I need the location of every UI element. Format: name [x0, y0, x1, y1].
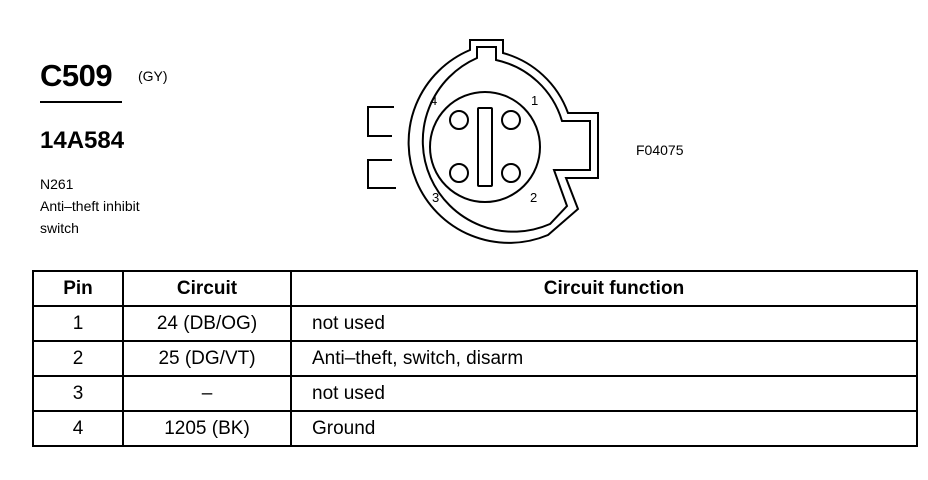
cell-function: not used — [290, 305, 918, 342]
upper-mounting-tab — [367, 106, 394, 137]
connector-id-underline — [40, 101, 122, 103]
connector-id: C509 — [40, 58, 113, 93]
pin-label-1: 1 — [531, 93, 538, 108]
figure-reference: F04075 — [636, 142, 684, 158]
component-code: N261 — [40, 176, 74, 192]
pin-label-3: 3 — [432, 190, 439, 205]
pin-4-socket — [449, 110, 469, 130]
pin-2-socket — [501, 163, 521, 183]
pin-label-2: 2 — [530, 190, 537, 205]
table-row: 2 25 (DG/VT) Anti–theft, switch, disarm — [32, 340, 918, 377]
cell-pin: 4 — [32, 410, 124, 447]
connector-outer-shell — [407, 39, 599, 244]
table-row: 3 – not used — [32, 375, 918, 412]
part-number: 14A584 — [40, 127, 125, 154]
pinout-table: Pin Circuit Circuit function 1 24 (DB/OG… — [32, 270, 918, 447]
pin-3-socket — [449, 163, 469, 183]
cell-function: Ground — [290, 410, 918, 447]
pin-1-socket — [501, 110, 521, 130]
header-pin: Pin — [32, 270, 124, 307]
component-description-line-2: switch — [40, 220, 79, 236]
table-row: 4 1205 (BK) Ground — [32, 410, 918, 447]
lower-mounting-tab — [367, 159, 396, 189]
component-description-line-1: Anti–theft inhibit — [40, 198, 140, 214]
cell-circuit: – — [122, 375, 292, 412]
cell-circuit: 25 (DG/VT) — [122, 340, 292, 377]
cell-pin: 3 — [32, 375, 124, 412]
cell-function: not used — [290, 375, 918, 412]
cell-pin: 1 — [32, 305, 124, 342]
pin-label-4: 4 — [430, 93, 437, 108]
connector-face-diagram: 4 1 3 2 — [367, 39, 599, 244]
cell-pin: 2 — [32, 340, 124, 377]
header-circuit: Circuit — [122, 270, 292, 307]
table-header-row: Pin Circuit Circuit function — [32, 270, 918, 307]
connector-color-code: (GY) — [138, 68, 168, 84]
header-circuit-function: Circuit function — [290, 270, 918, 307]
cell-circuit: 1205 (BK) — [122, 410, 292, 447]
cell-circuit: 24 (DB/OG) — [122, 305, 292, 342]
connector-inner-shell — [421, 46, 591, 233]
pin-cavity-face — [429, 91, 541, 203]
center-key — [477, 107, 493, 187]
table-row: 1 24 (DB/OG) not used — [32, 305, 918, 342]
cell-function: Anti–theft, switch, disarm — [290, 340, 918, 377]
